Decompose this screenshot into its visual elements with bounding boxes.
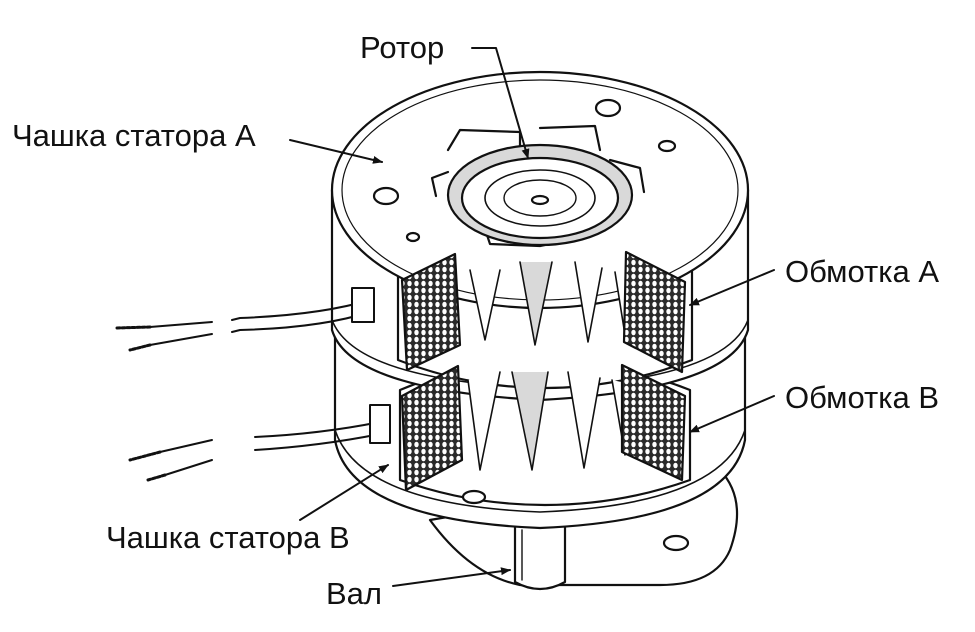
winding-b bbox=[400, 363, 687, 492]
winding-a bbox=[400, 250, 687, 374]
shaft-label: Вал bbox=[326, 576, 382, 611]
arrow-shaft bbox=[392, 567, 511, 587]
arrow-winding-a bbox=[689, 269, 775, 306]
lead-wires-a bbox=[114, 287, 375, 352]
shaft bbox=[513, 518, 567, 591]
arrow-stator-cup-b bbox=[299, 464, 389, 521]
arrow-winding-b bbox=[689, 395, 775, 433]
rotor bbox=[430, 124, 646, 248]
arrow-stator-cup-a bbox=[289, 139, 383, 164]
winding-a-label: Обмотка А bbox=[785, 254, 939, 289]
stator-cup-b-label: Чашка статора В bbox=[106, 520, 350, 555]
leader-arrows bbox=[289, 47, 775, 587]
winding-b-label: Обмотка В bbox=[785, 380, 939, 415]
stator-cup-a-label: Чашка статора А bbox=[12, 118, 256, 153]
arrow-rotor bbox=[471, 47, 530, 159]
rotor-label: Ротор bbox=[360, 30, 444, 65]
lead-wires-b bbox=[128, 404, 391, 482]
